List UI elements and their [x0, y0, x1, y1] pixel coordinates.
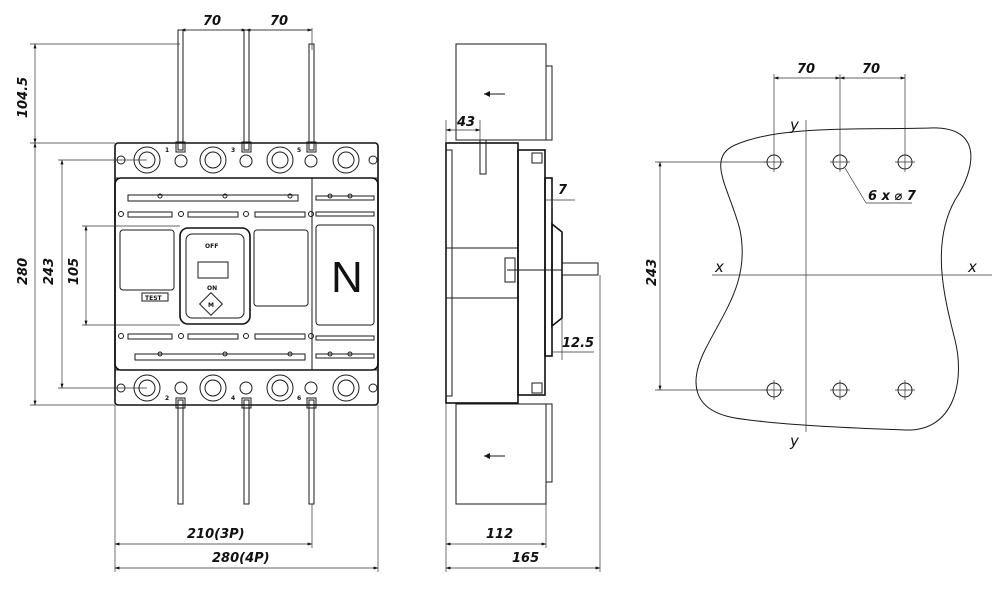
dim-widths: 210(3P) 280(4P)	[114, 405, 379, 572]
mounting-view: x x y y 6 x ⌀ 7 70 70 243	[645, 62, 992, 450]
terminal-mark: 2	[165, 395, 169, 402]
dim-7-text: 7	[558, 183, 568, 198]
mounting-plate-outline	[695, 127, 972, 431]
bottom-terminals	[116, 374, 378, 402]
side-handle	[561, 262, 599, 276]
height-105-text: 105	[67, 258, 82, 285]
on-label: ON	[207, 285, 217, 292]
side-view: 43 7 12.5 112 165	[445, 43, 601, 572]
top-terminals	[116, 146, 378, 174]
terminal-ext-text: 104.5	[16, 77, 31, 118]
terminal-mark: 6	[297, 395, 301, 402]
axis-y-bottom: y	[789, 432, 800, 450]
neutral-label: N	[331, 253, 363, 302]
depth-165-text: 165	[512, 551, 539, 566]
dim-pole-pitch: 70 70	[180, 14, 313, 50]
logo-label: M	[208, 302, 214, 309]
front-view: N TEST OFF ON M 1 3 5	[16, 14, 379, 572]
width-4p-text: 280(4P)	[212, 551, 270, 566]
terminal-mark: 5	[297, 147, 301, 154]
dim-12-5-text: 12.5	[562, 336, 594, 351]
width-3p-text: 210(3P)	[187, 527, 245, 542]
handle-housing	[179, 227, 251, 325]
height-total-text: 280	[16, 258, 31, 285]
operating-handle	[197, 261, 229, 279]
mount-pitch-1-text: 70	[797, 62, 815, 77]
terminal-mark: 1	[165, 147, 169, 154]
axis-x-right: x	[967, 258, 977, 276]
test-label: TEST	[145, 295, 163, 302]
terminal-mark: 3	[231, 147, 235, 154]
dim-heights: 104.5 280 243 105	[16, 43, 180, 406]
height-243-text: 243	[42, 258, 57, 285]
top-leads	[175, 29, 317, 153]
terminal-mark: 4	[231, 395, 235, 402]
mount-vertical-text: 243	[645, 259, 660, 286]
depth-112-text: 112	[486, 527, 513, 542]
mount-pitch-2-text: 70	[862, 62, 880, 77]
axis-y-top: y	[789, 116, 800, 134]
side-body	[445, 142, 519, 404]
pitch-1-text: 70	[203, 14, 221, 29]
off-label: OFF	[205, 243, 218, 250]
dim-43-text: 43	[456, 115, 475, 130]
axis-x-left: x	[714, 258, 724, 276]
pitch-2-text: 70	[270, 14, 288, 29]
hole-spec-text: 6 x ⌀ 7	[868, 189, 917, 204]
bottom-leads	[175, 397, 317, 505]
